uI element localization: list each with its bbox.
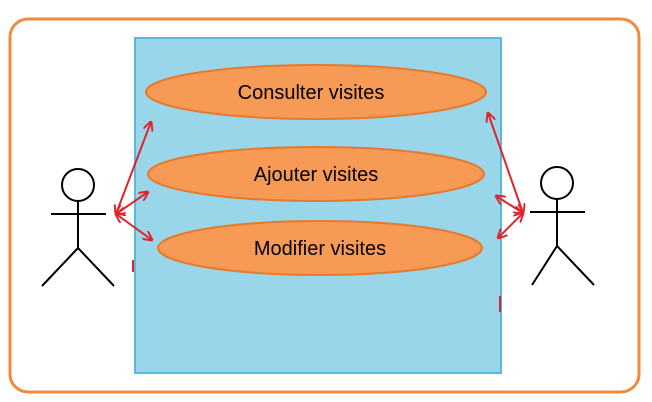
actor-left — [41, 168, 115, 287]
actor-leg-left — [41, 247, 79, 287]
use-case-consulter-visites: Consulter visites — [145, 64, 487, 120]
actor-leg-right — [556, 245, 595, 286]
use-case-modifier-visites: Modifier visites — [157, 220, 483, 276]
use-case-ajouter-visites: Ajouter visites — [147, 146, 485, 202]
use-case-ellipse — [157, 220, 483, 276]
association-right-modifier — [498, 213, 523, 238]
actor-head — [61, 168, 95, 202]
actor-right — [530, 166, 595, 286]
association-left-modifier — [116, 214, 152, 240]
associations-left — [116, 122, 152, 272]
use-case-label: Ajouter visites — [254, 164, 379, 186]
association-right-ajouter — [496, 196, 523, 213]
associations-right — [488, 113, 523, 312]
actor-head — [540, 166, 574, 200]
association-left-ajouter — [116, 192, 148, 214]
use-case-label: Modifier visites — [254, 238, 386, 260]
use-case-label: Consulter visites — [238, 82, 385, 104]
use-case-ellipse — [145, 64, 487, 120]
actor-leg-right — [77, 247, 115, 287]
actor-leg-left — [531, 245, 558, 286]
